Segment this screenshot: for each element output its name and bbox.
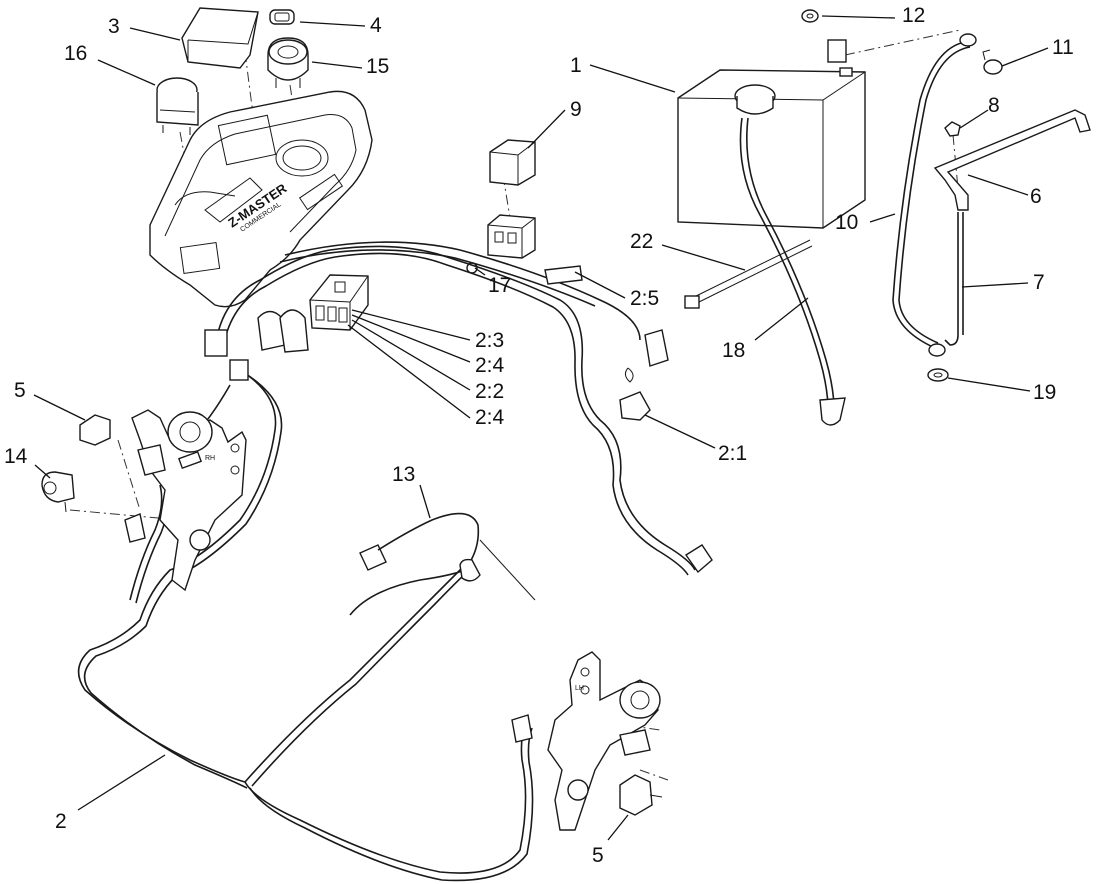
callout-3: 3 xyxy=(108,15,120,38)
lh-control-bracket: LH xyxy=(547,651,661,831)
callout-4: 4 xyxy=(370,14,382,37)
callout-2-2: 2:2 xyxy=(475,380,504,403)
part-16-switch xyxy=(156,77,199,135)
part-19-washer xyxy=(927,368,949,382)
part-15-ignition-switch xyxy=(267,37,309,88)
callout-15: 15 xyxy=(366,55,389,78)
fuse-block xyxy=(309,274,369,331)
callout-14: 14 xyxy=(4,445,28,468)
callout-1: 1 xyxy=(570,54,582,77)
part-12-nut xyxy=(801,9,819,23)
callout-5-upper: 5 xyxy=(14,379,26,402)
callout-2-5: 2:5 xyxy=(630,287,659,310)
lh-badge: LH xyxy=(575,685,584,692)
part-8-wing-nut xyxy=(944,121,961,137)
part-5-switch-upper xyxy=(79,414,111,446)
part-9-relay xyxy=(489,139,536,186)
callout-2-4-b: 2:4 xyxy=(475,406,505,429)
callout-9: 9 xyxy=(570,98,582,121)
part-7-j-bolt xyxy=(944,212,964,346)
callout-11: 11 xyxy=(1052,36,1074,59)
part-2-wire-harness xyxy=(77,241,713,882)
callout-17: 17 xyxy=(488,274,511,297)
callout-19: 19 xyxy=(1033,381,1056,404)
callout-5-lower: 5 xyxy=(592,844,604,867)
switch-connector xyxy=(124,513,146,543)
part-18-battery-cable xyxy=(739,117,846,426)
part-22-cable-tie xyxy=(684,239,813,309)
part-10-cable xyxy=(892,33,977,357)
callout-12: 12 xyxy=(902,4,925,27)
callout-13: 13 xyxy=(392,463,415,486)
callout-2-4-a: 2:4 xyxy=(475,354,505,377)
part-1-battery xyxy=(677,39,866,229)
part-5-switch-lower xyxy=(619,774,663,816)
callout-7: 7 xyxy=(1033,271,1045,294)
callout-8: 8 xyxy=(988,94,1000,117)
rh-badge: RH xyxy=(205,455,215,462)
callout-10: 10 xyxy=(835,211,858,234)
relay-socket xyxy=(487,214,536,259)
callout-22: 22 xyxy=(630,230,653,253)
callout-labels: 3 4 16 15 1 12 11 8 6 10 7 19 9 22 2:5 1… xyxy=(4,4,1074,867)
part-3-cover xyxy=(181,7,259,69)
callout-2: 2 xyxy=(55,810,67,833)
part-11-bolt xyxy=(982,49,1003,75)
callout-16: 16 xyxy=(64,42,87,65)
control-panel: Z-MASTER COMMERCIAL xyxy=(149,90,373,308)
part-14-sensor xyxy=(41,471,75,513)
callout-2-3: 2:3 xyxy=(475,329,504,352)
leader-lines xyxy=(33,15,1049,841)
part-4-key xyxy=(269,9,295,25)
callout-6: 6 xyxy=(1030,185,1042,208)
part-6-bracket xyxy=(933,109,1091,211)
callout-2-1: 2:1 xyxy=(718,442,747,465)
callout-18: 18 xyxy=(722,339,745,362)
rh-control-bracket: RH xyxy=(131,409,247,592)
